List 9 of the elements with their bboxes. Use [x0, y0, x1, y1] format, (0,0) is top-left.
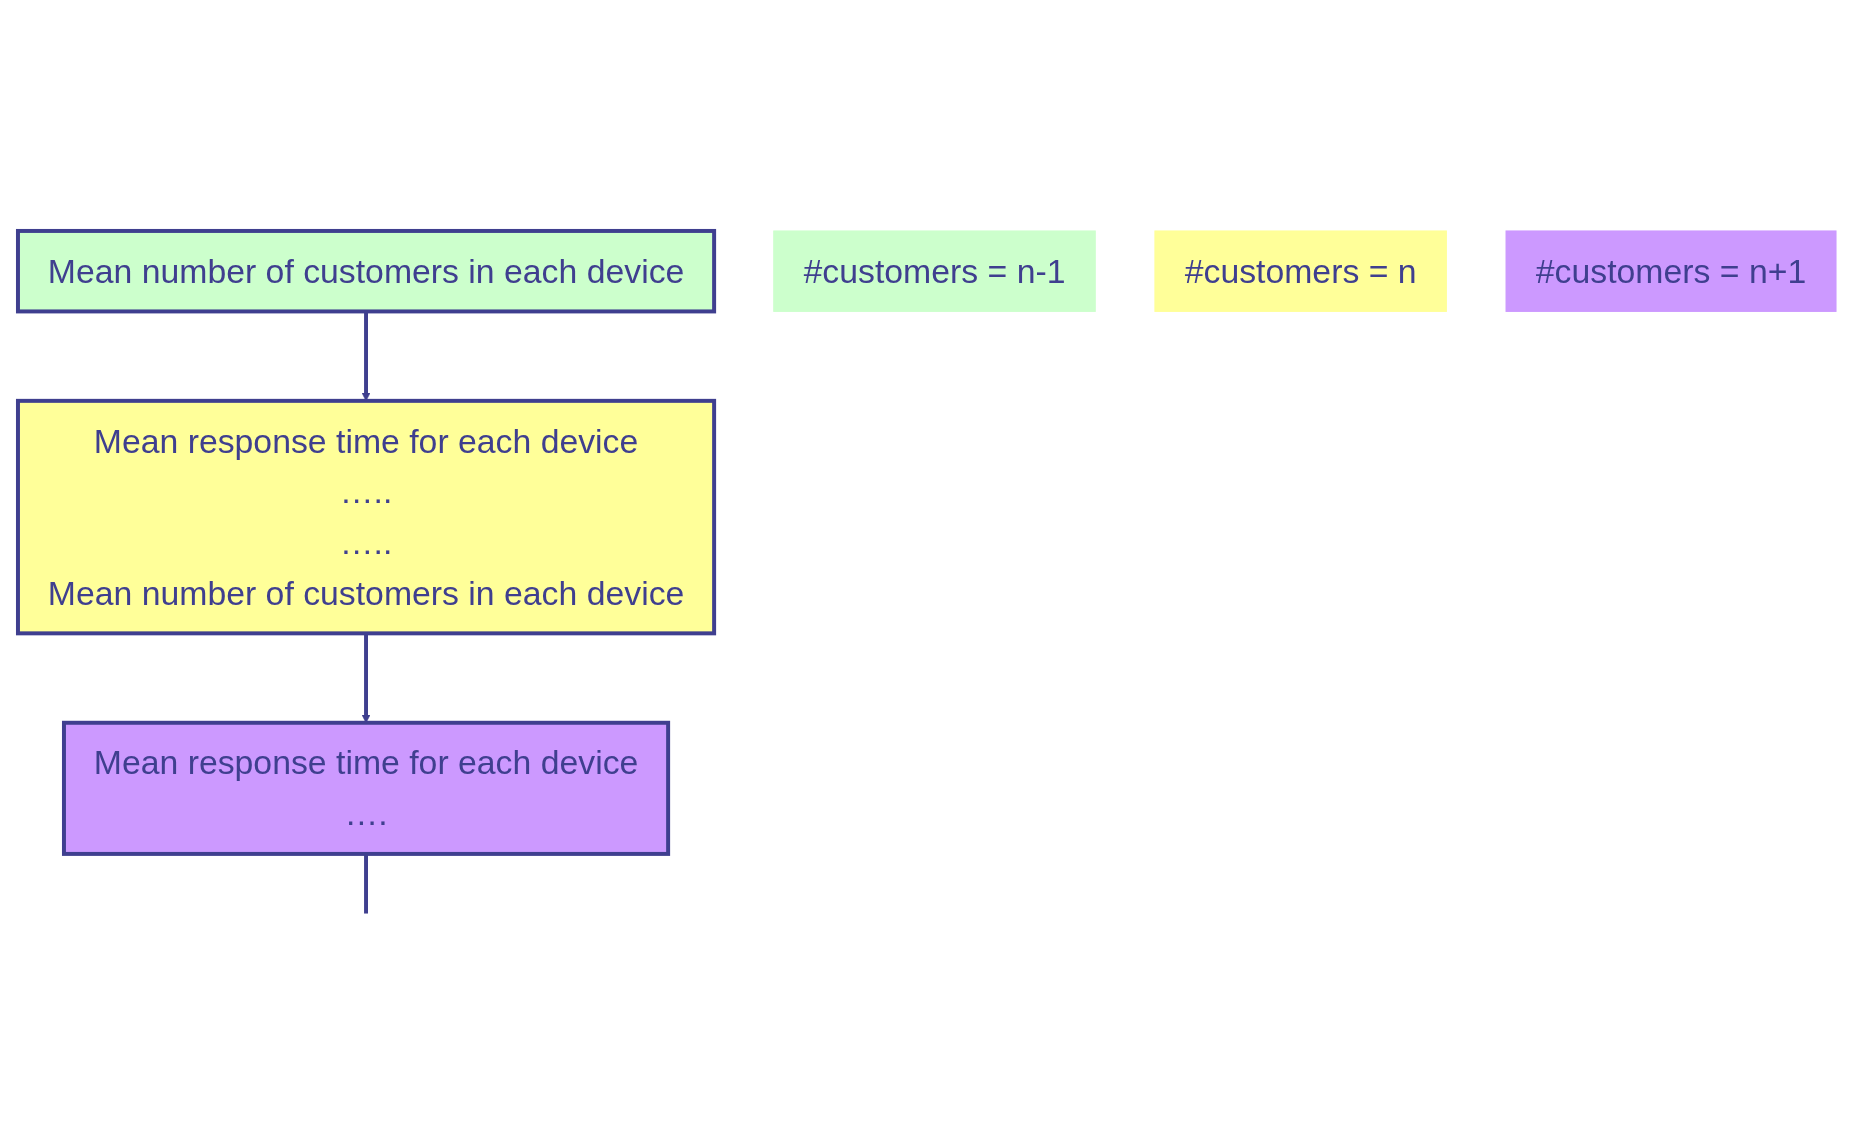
node-box: #customers = n-1	[773, 230, 1096, 313]
node-box: #customers = n+1	[1505, 230, 1837, 313]
node-box: Mean response time for each device ….. ….. Mean number of customers in each device	[16, 399, 717, 636]
node-box: #customers = n	[1154, 230, 1447, 313]
arrow	[361, 311, 371, 402]
connector-line	[364, 854, 369, 914]
node-box: Mean number of customers in each device	[16, 229, 717, 314]
arrow	[361, 633, 371, 724]
node-box: Mean response time for each device ….	[61, 721, 671, 857]
